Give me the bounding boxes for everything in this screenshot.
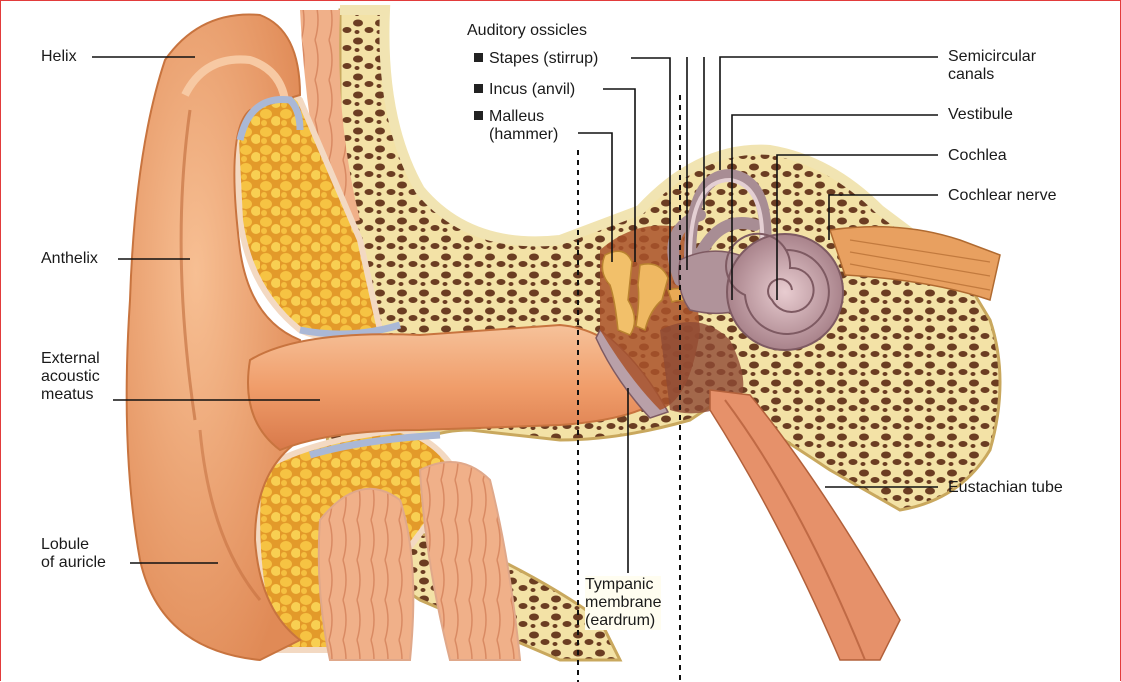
label-semicircular-canals: Semicircular canals <box>948 48 1036 84</box>
bullet-square-icon <box>474 53 483 62</box>
muscle-lower-1 <box>319 489 414 660</box>
label-vestibule: Vestibule <box>948 106 1013 124</box>
label-incus: Incus (anvil) <box>474 81 575 99</box>
label-external-acoustic-meatus: External acoustic meatus <box>41 350 100 404</box>
label-helix: Helix <box>41 48 77 66</box>
bullet-square-icon <box>474 111 483 120</box>
label-eustachian-tube: Eustachian tube <box>948 479 1063 497</box>
label-lobule: Lobule of auricle <box>41 536 106 572</box>
label-cochlea: Cochlea <box>948 147 1007 165</box>
label-tympanic-membrane: Tympanic membrane (eardrum) <box>585 576 661 630</box>
label-auditory-ossicles: Auditory ossicles <box>467 22 587 40</box>
label-cochlear-nerve: Cochlear nerve <box>948 187 1057 205</box>
muscle-lower-2 <box>420 462 520 660</box>
label-malleus-bullet <box>474 108 489 126</box>
bullet-square-icon <box>474 84 483 93</box>
label-malleus: Malleus (hammer) <box>489 108 558 144</box>
label-stapes: Stapes (stirrup) <box>474 50 598 68</box>
label-anthelix: Anthelix <box>41 250 98 268</box>
cochlea-shape <box>726 234 843 350</box>
